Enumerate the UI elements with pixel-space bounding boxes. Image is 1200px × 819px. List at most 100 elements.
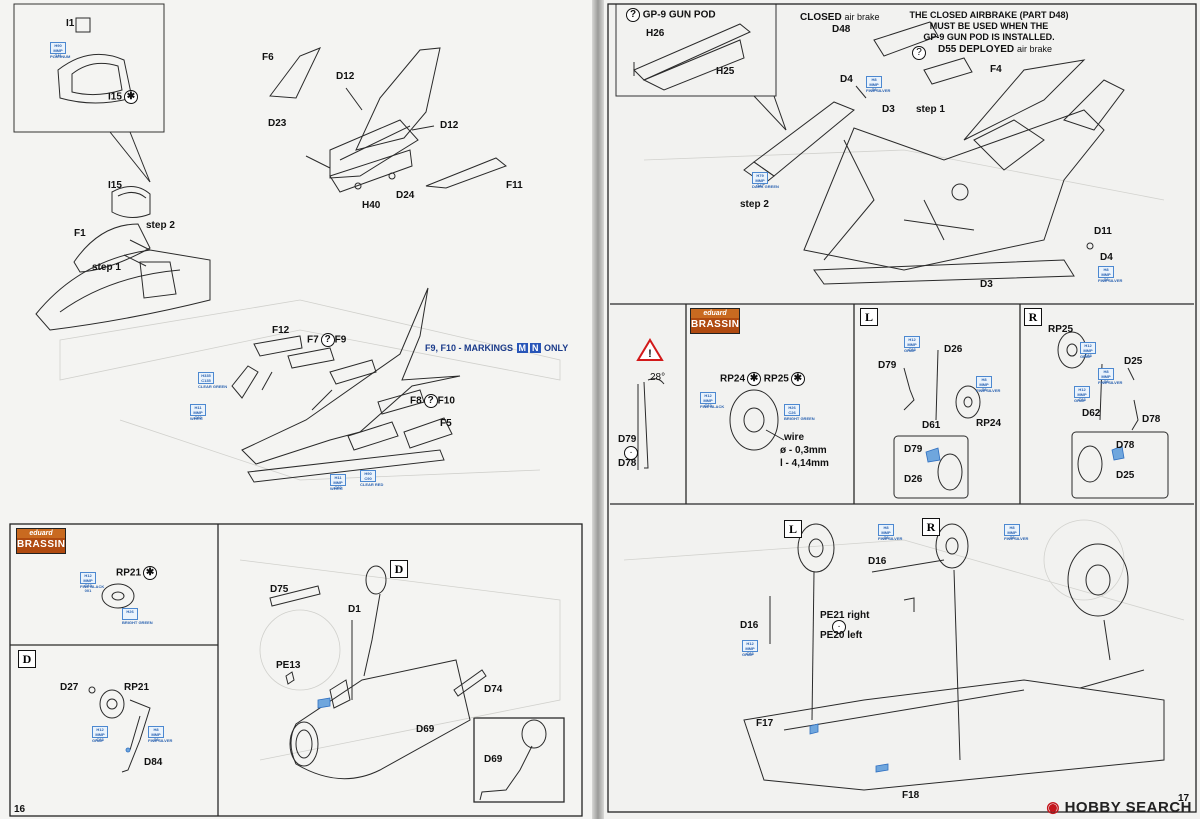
- part-label-d12: D12: [440, 120, 459, 131]
- page-number: 16: [14, 804, 26, 815]
- part-label-d25-inset: D25: [1116, 470, 1135, 481]
- part-label-rp24: RP24✱ RP25✱: [720, 372, 805, 386]
- logo-icon: ◉: [1046, 799, 1060, 816]
- part-label-f17: F17: [756, 718, 774, 729]
- part-label-f12: F12: [272, 325, 290, 336]
- part-label-i15: I15✱: [108, 90, 138, 104]
- part-label-f8: F8?F10: [410, 394, 455, 408]
- part-label-d79: D79: [618, 434, 637, 445]
- part-label-d16: D16: [868, 556, 887, 567]
- step-label: step 1: [92, 262, 121, 273]
- part-label-d69: D69: [416, 724, 435, 735]
- part-label-d25: D25: [1124, 356, 1143, 367]
- part-label-d61: D61: [922, 420, 941, 431]
- step-label: step 2: [146, 220, 175, 231]
- part-label-pe20: PE20 left: [820, 630, 863, 641]
- part-label-d62: D62: [1082, 408, 1101, 419]
- part-label-d78: D78: [1142, 414, 1161, 425]
- asterisk-icon: ✱: [747, 372, 762, 386]
- part-label-i15-cockpit: I15: [108, 180, 122, 191]
- asterisk-icon: ✱: [123, 90, 138, 104]
- part-label-f7: F7?F9: [307, 333, 347, 347]
- part-label-h25: H25: [716, 66, 735, 77]
- hobby-search-watermark: ◉ HOBBY SEARCH: [1046, 799, 1192, 816]
- svg-text:!: !: [648, 348, 652, 360]
- step-label: step 1: [916, 104, 945, 115]
- instruction-page-right: ! ? GP-9 GUN POD H26 H25 THE CLOSED AIRB…: [604, 0, 1200, 819]
- step-letter-box-r: R: [1024, 308, 1042, 326]
- part-label-d78: D78: [618, 458, 637, 469]
- part-label-d78-inset: D78: [1116, 440, 1135, 451]
- part-label-d11: D11: [1094, 226, 1112, 237]
- part-label-f4: F4: [990, 64, 1002, 75]
- part-label-f5: F5: [440, 418, 452, 429]
- part-label-d4: D4: [840, 74, 853, 85]
- closed-airbrake-label: CLOSED air brake: [800, 12, 880, 23]
- part-label-d23: D23: [268, 118, 287, 129]
- left-page-drawing: [9, 3, 583, 817]
- asterisk-icon: ✱: [143, 566, 158, 580]
- optional-part-icon: ?: [912, 46, 926, 60]
- part-label-h26: H26: [646, 28, 665, 39]
- part-label-d27: D27: [60, 682, 79, 693]
- asterisk-icon: ✱: [790, 372, 805, 386]
- optional-part-icon: ?: [423, 394, 438, 408]
- step-letter-box: D: [390, 560, 408, 578]
- part-label-d24: D24: [396, 190, 415, 201]
- glue-icon: ·: [832, 620, 846, 634]
- part-label-rp25: RP25: [1048, 324, 1074, 335]
- glue-icon: ·: [624, 446, 638, 460]
- part-label-d84: D84: [144, 757, 163, 768]
- part-label-d1: D1: [348, 604, 361, 615]
- part-label-d48: D48: [832, 24, 851, 35]
- step-letter-box: D: [18, 650, 36, 668]
- part-label-d26: D26: [944, 344, 963, 355]
- part-label-d75: D75: [270, 584, 289, 595]
- step-letter-box-l: L: [784, 520, 802, 538]
- step-label: step 2: [740, 199, 769, 210]
- optional-part-icon: ?: [626, 8, 640, 22]
- part-label-f11: F11: [506, 180, 523, 191]
- part-label-f6: F6: [262, 52, 274, 63]
- warning-icon: !: [636, 338, 664, 361]
- page-number: 17: [1178, 793, 1190, 804]
- part-label-d16: D16: [740, 620, 759, 631]
- gun-pod-title: ? GP-9 GUN POD: [624, 8, 716, 22]
- deployed-airbrake-label: D55 DEPLOYED air brake: [938, 44, 1052, 55]
- part-label-pe21: PE21 right: [820, 610, 870, 621]
- part-label-rp21: RP21✱: [116, 566, 158, 580]
- part-label-pe13: PE13: [276, 660, 301, 671]
- part-label-rp24: RP24: [976, 418, 1002, 429]
- part-label-d79: D79: [878, 360, 897, 371]
- wire-length: l - 4,14mm: [780, 458, 829, 469]
- airbrake-note: THE CLOSED AIRBRAKE (PART D48) MUST BE U…: [909, 10, 1069, 42]
- part-label-f18: F18: [902, 790, 920, 801]
- part-label-rp21: RP21: [124, 682, 150, 693]
- part-label-d4: D4: [1100, 252, 1113, 263]
- wire-label: wire: [784, 432, 805, 443]
